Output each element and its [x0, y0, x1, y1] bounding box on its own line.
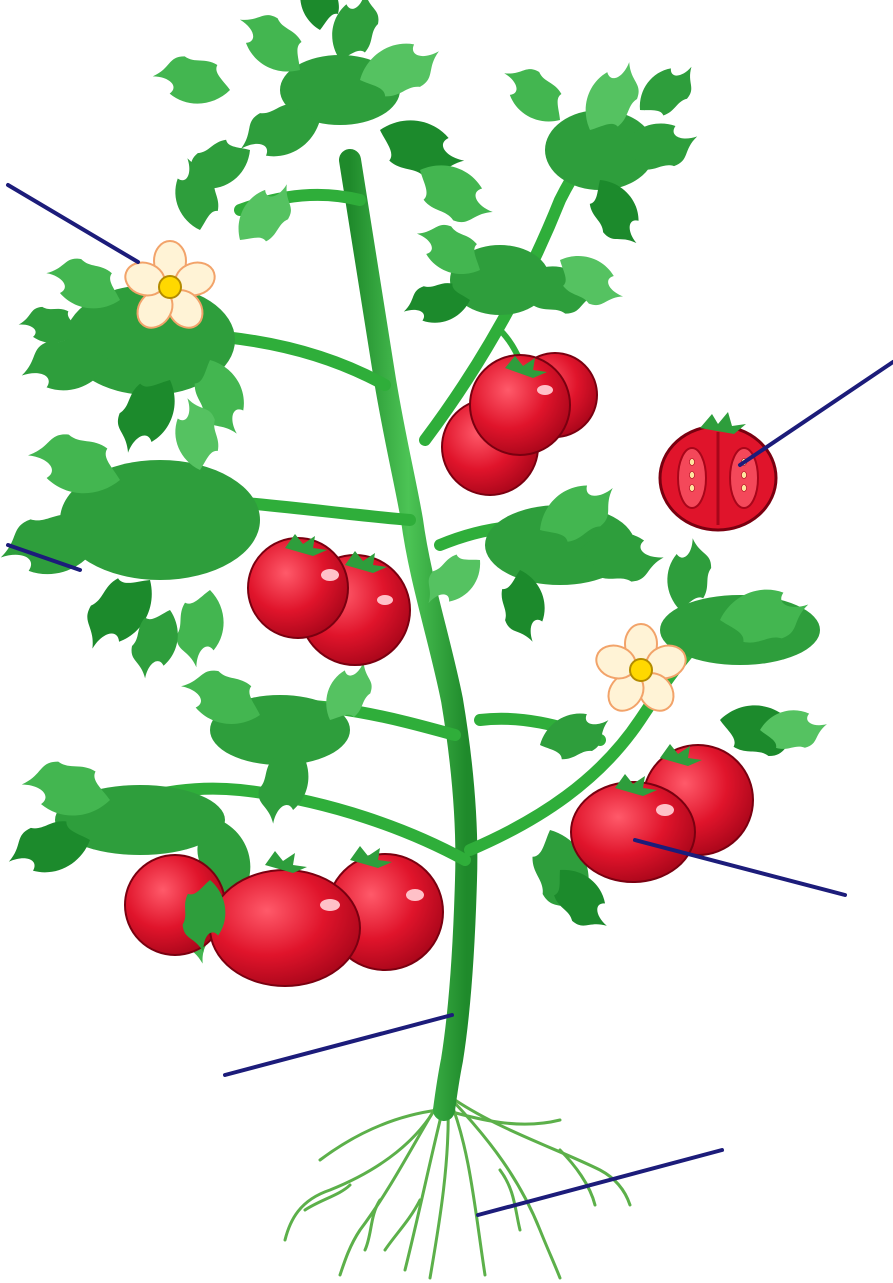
fruit-cluster-lower-left [125, 846, 443, 986]
tomato-fruit [210, 870, 360, 986]
tomato-fruit [571, 782, 695, 882]
fruit-cluster-upper-right [442, 330, 597, 495]
fruit-cross-section [660, 412, 776, 530]
fruit-cluster-left-middle [248, 534, 410, 665]
pointer-line-root [478, 1150, 722, 1215]
pointer-line-flower [8, 185, 138, 262]
leaf-top-right [492, 52, 705, 254]
leaf-right-middle [415, 470, 666, 646]
tomato-fruit [248, 538, 348, 638]
pointer-line-stem [225, 1015, 452, 1075]
pointer-line-fruit-cross-section [740, 362, 893, 465]
leaf-right-upper [400, 213, 632, 328]
